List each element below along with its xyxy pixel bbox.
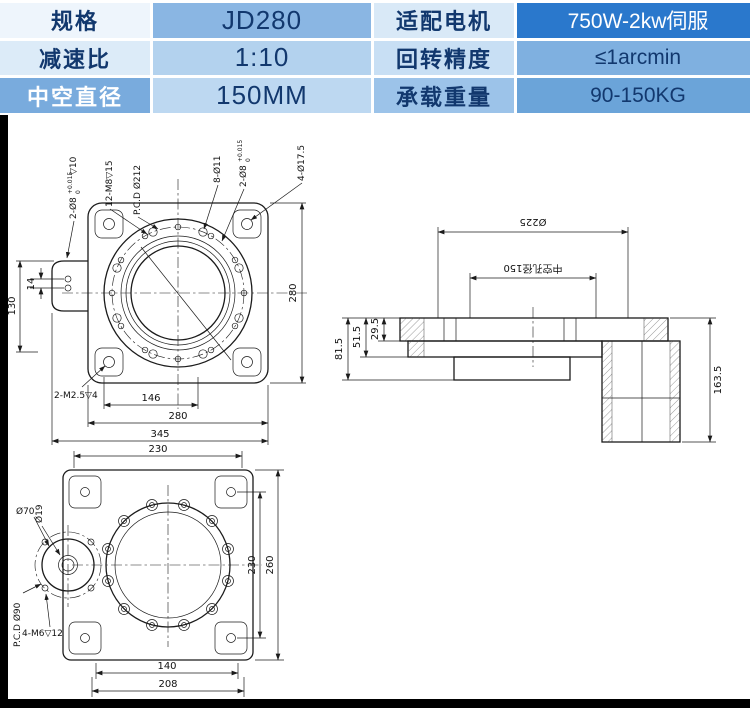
spec-table: 规格 JD280 适配电机 750W-2kw伺服 减速比 1:10 回转精度 ≤… [0, 0, 750, 115]
frame-bottom-bar [0, 699, 750, 708]
dim-right-outer-label: 260 [265, 555, 276, 574]
spec-label-load: 承载重量 [374, 78, 514, 113]
spec-value-ratio: 1:10 [153, 40, 371, 76]
callout-m25-label: 2-M2.5▽4 [54, 391, 98, 401]
callout-pin-left: 2-Ø8 +0.015 0 ▽10 [67, 156, 82, 219]
concentric-circles [103, 218, 253, 368]
spec-value-model: JD280 [153, 3, 371, 38]
callout-m6-label: 4-M6▽12 [22, 629, 63, 639]
front-view: 2-Ø8 +0.015 0 ▽10 12-M8▽15 P.C.D Ø212 8-… [8, 140, 310, 445]
callout-pcd-label: P.C.D Ø212 [132, 165, 143, 215]
bottom-view: Ø19 Ø70 P.C.D Ø90 4-M6▽12 230 230 260 [12, 444, 284, 697]
drawing-canvas: 2-Ø8 +0.015 0 ▽10 12-M8▽15 P.C.D Ø212 8-… [8, 140, 724, 697]
callout-pin-right-tol-upper: +0.015 [237, 140, 244, 162]
dim-h3-label: 29.5 [370, 318, 381, 340]
dim-total-height-label: 163.5 [713, 366, 724, 395]
callout-pin-left-base: 2-Ø8 [68, 197, 79, 219]
dim-h2-label: 51.5 [352, 326, 363, 348]
spec-value-precision: ≤1arcmin [517, 40, 750, 76]
callout-pcd90-label: P.C.D Ø90 [12, 602, 23, 647]
bottom-bolt-ring [102, 499, 234, 631]
callout-d70-label: Ø70 [16, 506, 35, 517]
spec-value-load: 90-150KG [517, 78, 750, 113]
callout-m8-label: 12-M8▽15 [105, 160, 115, 207]
corner-pads [94, 209, 262, 377]
side-tab [51, 260, 88, 312]
callout-d19-label: Ø19 [34, 504, 45, 523]
spec-label-ratio: 减速比 [0, 40, 150, 76]
spec-label-precision: 回转精度 [374, 40, 514, 76]
technical-drawing: 2-Ø8 +0.015 0 ▽10 12-M8▽15 P.C.D Ø212 8-… [8, 115, 750, 699]
dim-width-inner-label: 146 [141, 393, 160, 404]
callout-pin-right: 2-Ø8 +0.015 0 [237, 140, 252, 187]
spec-label-model: 规格 [0, 3, 150, 38]
spec-label-motor: 适配电机 [374, 3, 514, 38]
dim-tab-label: 130 [8, 296, 18, 315]
motor-pilot-cluster [34, 531, 102, 599]
callout-pin-right-tol-lower: 0 [245, 158, 252, 162]
dim-bottom-inner-label: 140 [157, 661, 176, 672]
dim-pin-gap-label: 14 [26, 278, 37, 291]
callout-corner-label: 4-Ø17.5 [296, 145, 307, 181]
section-hatching [399, 317, 681, 443]
dim-h1-label: 81.5 [334, 338, 345, 360]
dim-width-total-label: 345 [150, 429, 169, 440]
dim-bottom-label: 208 [158, 679, 177, 690]
dim-flange-od-label: Ø225 [520, 216, 547, 228]
spec-value-bore: 150MM [153, 78, 371, 113]
callout-pin-right-base: 2-Ø8 [238, 165, 249, 187]
spec-value-motor: 750W-2kw伺服 [517, 3, 750, 38]
dim-height-label: 280 [288, 283, 299, 302]
callout-pin-left-tol-lower: 0 [75, 190, 82, 194]
dim-bottom-top-label: 230 [148, 444, 167, 455]
dim-width-label: 280 [168, 411, 187, 422]
callout-pin-left-depth: ▽10 [69, 156, 79, 175]
through-holes-d11 [112, 227, 244, 359]
dim-bore-label: 中空孔径150 [503, 262, 562, 275]
side-view: Ø225 中空孔径150 29.5 51.5 81.5 163.5 [334, 216, 724, 443]
spec-label-bore: 中空直径 [0, 78, 150, 113]
callout-holes-label: 8-Ø11 [212, 155, 223, 183]
dim-right-inner-label: 230 [247, 555, 258, 574]
frame-left-bar [0, 115, 8, 708]
callout-pin-left-tol-upper: +0.015 [67, 172, 74, 194]
